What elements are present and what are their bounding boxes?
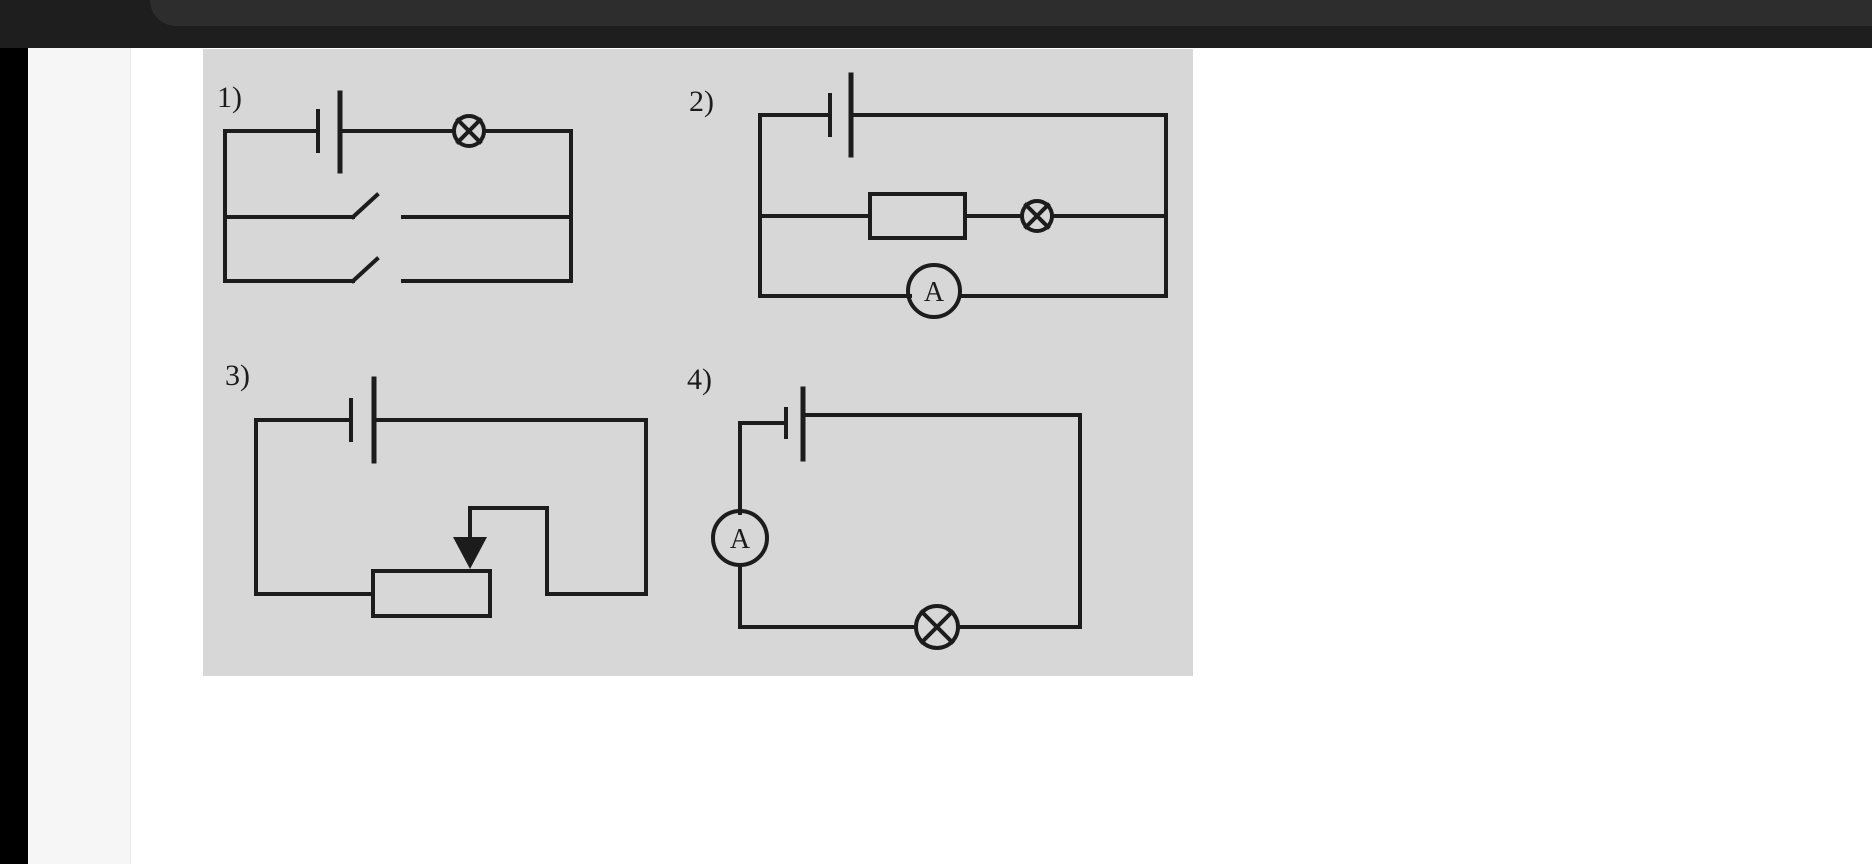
resistor-2-icon	[868, 192, 967, 240]
left-rail	[0, 48, 28, 864]
side-panel	[28, 48, 131, 864]
circuit-1	[223, 90, 573, 284]
circuit-2	[758, 72, 1168, 319]
ammeter-2-icon	[906, 263, 962, 319]
circuit-3	[254, 376, 648, 618]
toolbar-tab-strip	[150, 0, 1872, 26]
lamp-1-icon	[452, 114, 486, 148]
panel-label-4: 4)	[687, 363, 712, 396]
circuit-4	[711, 386, 1082, 650]
panel-label-3: 3)	[225, 359, 250, 392]
switch-1a-icon	[350, 192, 380, 220]
ammeter-2-label: A	[924, 277, 945, 308]
switch-1b-icon	[350, 256, 380, 284]
rheostat-slider-arrow-icon	[453, 537, 487, 569]
top-toolbar	[0, 0, 1872, 48]
panel-label-2: 2)	[689, 85, 714, 118]
circuit-diagrams-svg: 1) 2) 3) 4) A A	[217, 72, 1168, 650]
lamp-2-icon	[1020, 199, 1054, 233]
rheostat-3-icon	[371, 569, 492, 618]
circuit-diagram-image: 1) 2) 3) 4) A A	[203, 49, 1193, 676]
lamp-4-icon	[914, 604, 960, 650]
ammeter-4-label: A	[730, 524, 751, 555]
panel-label-1: 1)	[217, 81, 242, 114]
